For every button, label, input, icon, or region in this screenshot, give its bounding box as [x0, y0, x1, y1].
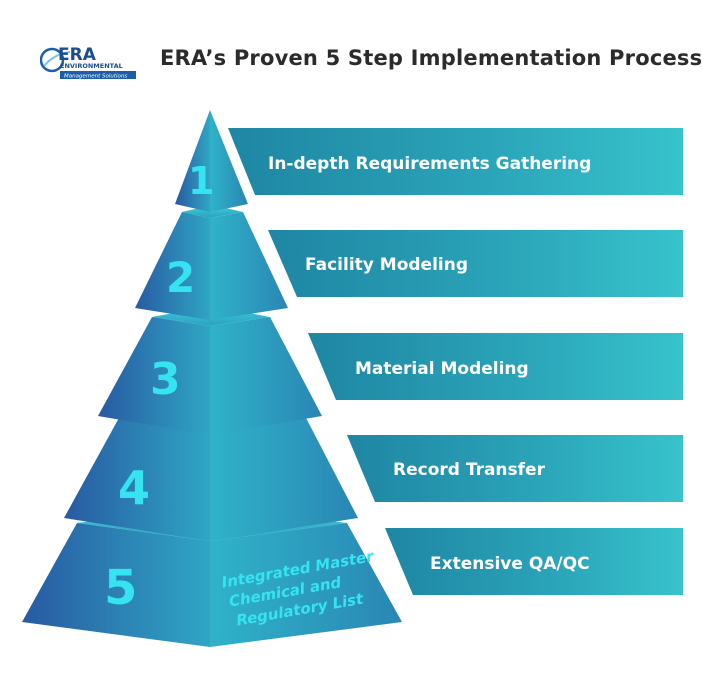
era-logo: ERA ENVIRONMENTAL Management Solutions — [40, 45, 136, 80]
pyramid-tier-2 — [135, 205, 288, 320]
logo-line1: ENVIRONMENTAL — [60, 62, 123, 70]
logo-brand: ERA — [58, 45, 97, 65]
step-band-5 — [385, 528, 683, 595]
step-number-5: 5 — [104, 560, 137, 616]
logo-swoosh-icon — [40, 47, 65, 73]
step-band-3 — [308, 333, 683, 400]
step-label-3: Material Modeling — [355, 359, 529, 379]
step-number-1: 1 — [188, 159, 214, 203]
logo-underline-bar — [60, 71, 136, 79]
pyramid-tier-1 — [175, 110, 248, 212]
pyramid-tier-3 — [98, 306, 322, 435]
step-number-2: 2 — [166, 253, 195, 302]
page-title: ERA’s Proven 5 Step Implementation Proce… — [160, 46, 702, 70]
step-number-4: 4 — [118, 461, 150, 515]
step-label-5: Extensive QA/QC — [430, 554, 590, 574]
step-label-2: Facility Modeling — [305, 255, 468, 275]
step-band-2 — [268, 230, 683, 297]
logo-line2: Management Solutions — [64, 74, 127, 80]
step-band-1 — [228, 128, 683, 195]
step-label-1: In-depth Requirements Gathering — [268, 154, 591, 174]
step-number-3: 3 — [150, 354, 181, 405]
step-label-4: Record Transfer — [393, 460, 546, 480]
step-band-4 — [347, 435, 683, 502]
logo-swoosh-accent — [43, 51, 71, 67]
